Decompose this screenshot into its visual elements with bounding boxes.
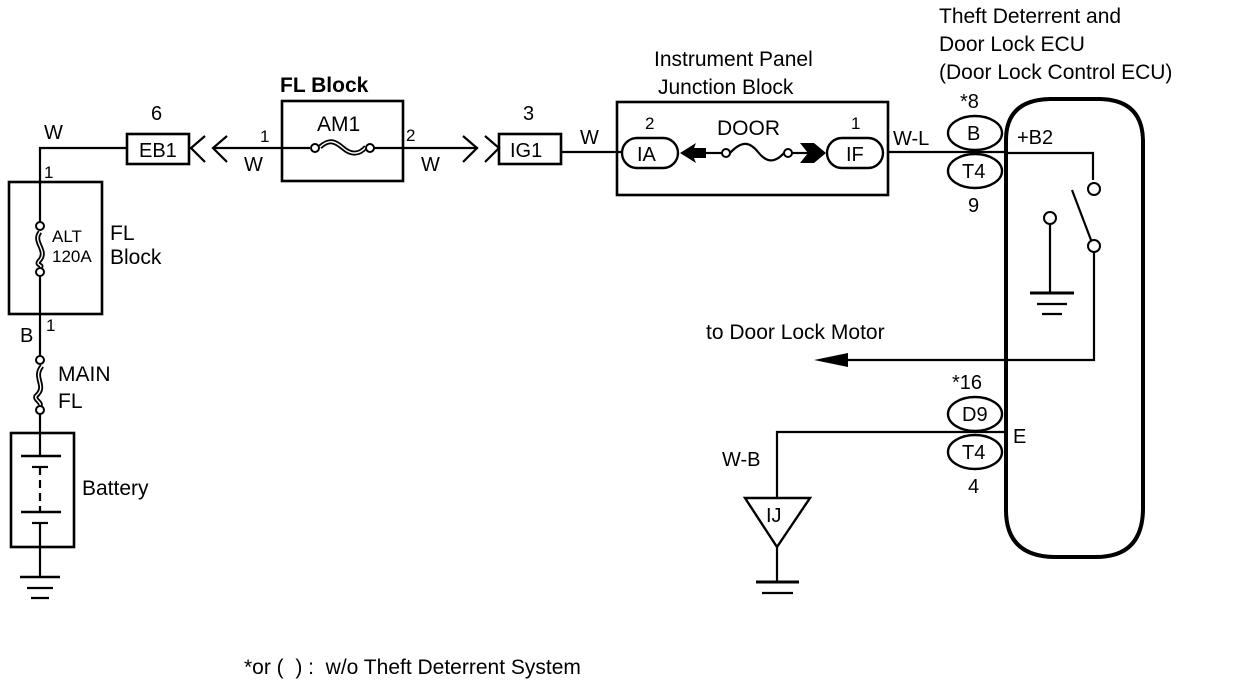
connector-ia-label: IA xyxy=(637,144,657,166)
fl-block-left-label-2: Block xyxy=(110,246,162,269)
junction-connector-ij xyxy=(742,496,813,550)
alt-fuse-rating: 120A xyxy=(52,247,92,266)
fl-block-am1: FL Block AM1 2 W xyxy=(280,74,501,183)
arrow-left-icon xyxy=(814,353,848,367)
connector-eb1-pin: 6 xyxy=(151,103,162,125)
connector-ig1: IG1 3 W xyxy=(497,103,622,166)
wire-color-w: W xyxy=(44,122,63,144)
battery-icon xyxy=(21,433,61,547)
wire-w-top xyxy=(38,146,127,185)
wire-color-w: W xyxy=(244,154,263,176)
battery-label: Battery xyxy=(82,477,149,500)
ecu-top-pin-below: 9 xyxy=(968,195,979,217)
main-fuse-label-2: FL xyxy=(58,390,83,413)
connector-if-pin: 1 xyxy=(851,114,860,133)
connector-t4-bottom-label: T4 xyxy=(962,442,985,464)
fl-block-pin-top: 1 xyxy=(44,163,53,182)
wire-color-b: B xyxy=(20,325,33,347)
connector-eb1-label: EB1 xyxy=(139,140,177,162)
fuse-terminal xyxy=(35,221,45,231)
junction-block-title-2: Junction Block xyxy=(658,76,794,99)
fl-block-left-label-1: FL xyxy=(110,222,135,245)
am1-pin-out: 2 xyxy=(406,126,415,145)
connector-eb1: EB1 6 W 1 xyxy=(125,103,283,176)
ecu-title-3: (Door Lock Control ECU) xyxy=(939,61,1172,84)
connector-chevron-icon xyxy=(189,135,206,163)
door-fuse-icon xyxy=(729,142,785,162)
wire-color-w-l: W-L xyxy=(893,128,929,150)
wire-color-w: W xyxy=(421,154,440,176)
connector-chevron-icon xyxy=(462,135,479,163)
door-fuse-label: DOOR xyxy=(717,117,780,140)
am1-fuse-label: AM1 xyxy=(317,113,360,136)
ground-icon xyxy=(20,575,60,600)
battery-box xyxy=(9,431,76,549)
connector-ig1-label: IG1 xyxy=(510,140,542,162)
footnote: *or ( ) : w/o Theft Deterrent System xyxy=(244,656,581,679)
to-door-lock-motor-label: to Door Lock Motor xyxy=(706,321,885,344)
ecu-bottom-pin-below: 4 xyxy=(968,476,979,498)
ecu-top-star-pin: *8 xyxy=(960,91,979,113)
ground-icon xyxy=(756,580,799,595)
ecu-body xyxy=(1004,97,1145,559)
junction-block-title-1: Instrument Panel xyxy=(654,48,813,71)
fl-block-left xyxy=(7,180,104,316)
internal-switch-icon xyxy=(1006,151,1101,362)
junction-connector-ij-label: IJ xyxy=(766,505,782,527)
connector-ig1-pin: 3 xyxy=(523,103,534,125)
arrow-right-icon xyxy=(800,143,826,163)
connector-ia xyxy=(620,136,680,170)
am1-pin-in: 1 xyxy=(260,127,269,146)
fl-block-pin-bottom: 1 xyxy=(46,316,55,335)
connector-t4-top-label: T4 xyxy=(962,161,985,183)
wire-color-w-b: W-B xyxy=(722,449,761,471)
ecu-bottom-star-pin: *16 xyxy=(952,372,982,394)
connector-chevron-icon xyxy=(484,135,501,163)
wire-color-w: W xyxy=(580,127,599,149)
door-lock-ecu: Theft Deterrent and Door Lock ECU (Door … xyxy=(706,5,1172,559)
alt-fuse-label: ALT xyxy=(52,227,82,246)
ground-ij: W-B IJ xyxy=(722,430,1004,595)
instrument-panel-junction-block: Instrument Panel Junction Block IA 2 DOO… xyxy=(615,48,946,197)
ecu-title-2: Door Lock ECU xyxy=(939,33,1085,56)
battery-circuit: W 1 ALT 120A FL Block B 1 MAIN FL xyxy=(7,122,162,600)
terminal-b2-label: +B2 xyxy=(1017,127,1053,149)
ecu-title-1: Theft Deterrent and xyxy=(939,5,1121,28)
connector-b xyxy=(946,114,1004,152)
terminal-e-label: E xyxy=(1013,426,1026,448)
connector-t4-top xyxy=(946,152,1004,190)
connector-ia-pin: 2 xyxy=(645,114,654,133)
connector-if xyxy=(825,136,885,170)
main-fuse-label-1: MAIN xyxy=(58,363,111,386)
connector-b-label: B xyxy=(967,123,980,145)
connector-if-label: IF xyxy=(846,144,864,166)
connector-t4-bottom xyxy=(946,433,1004,471)
fl-block-am1-title: FL Block xyxy=(280,74,369,97)
connector-d9-label: D9 xyxy=(962,404,988,426)
